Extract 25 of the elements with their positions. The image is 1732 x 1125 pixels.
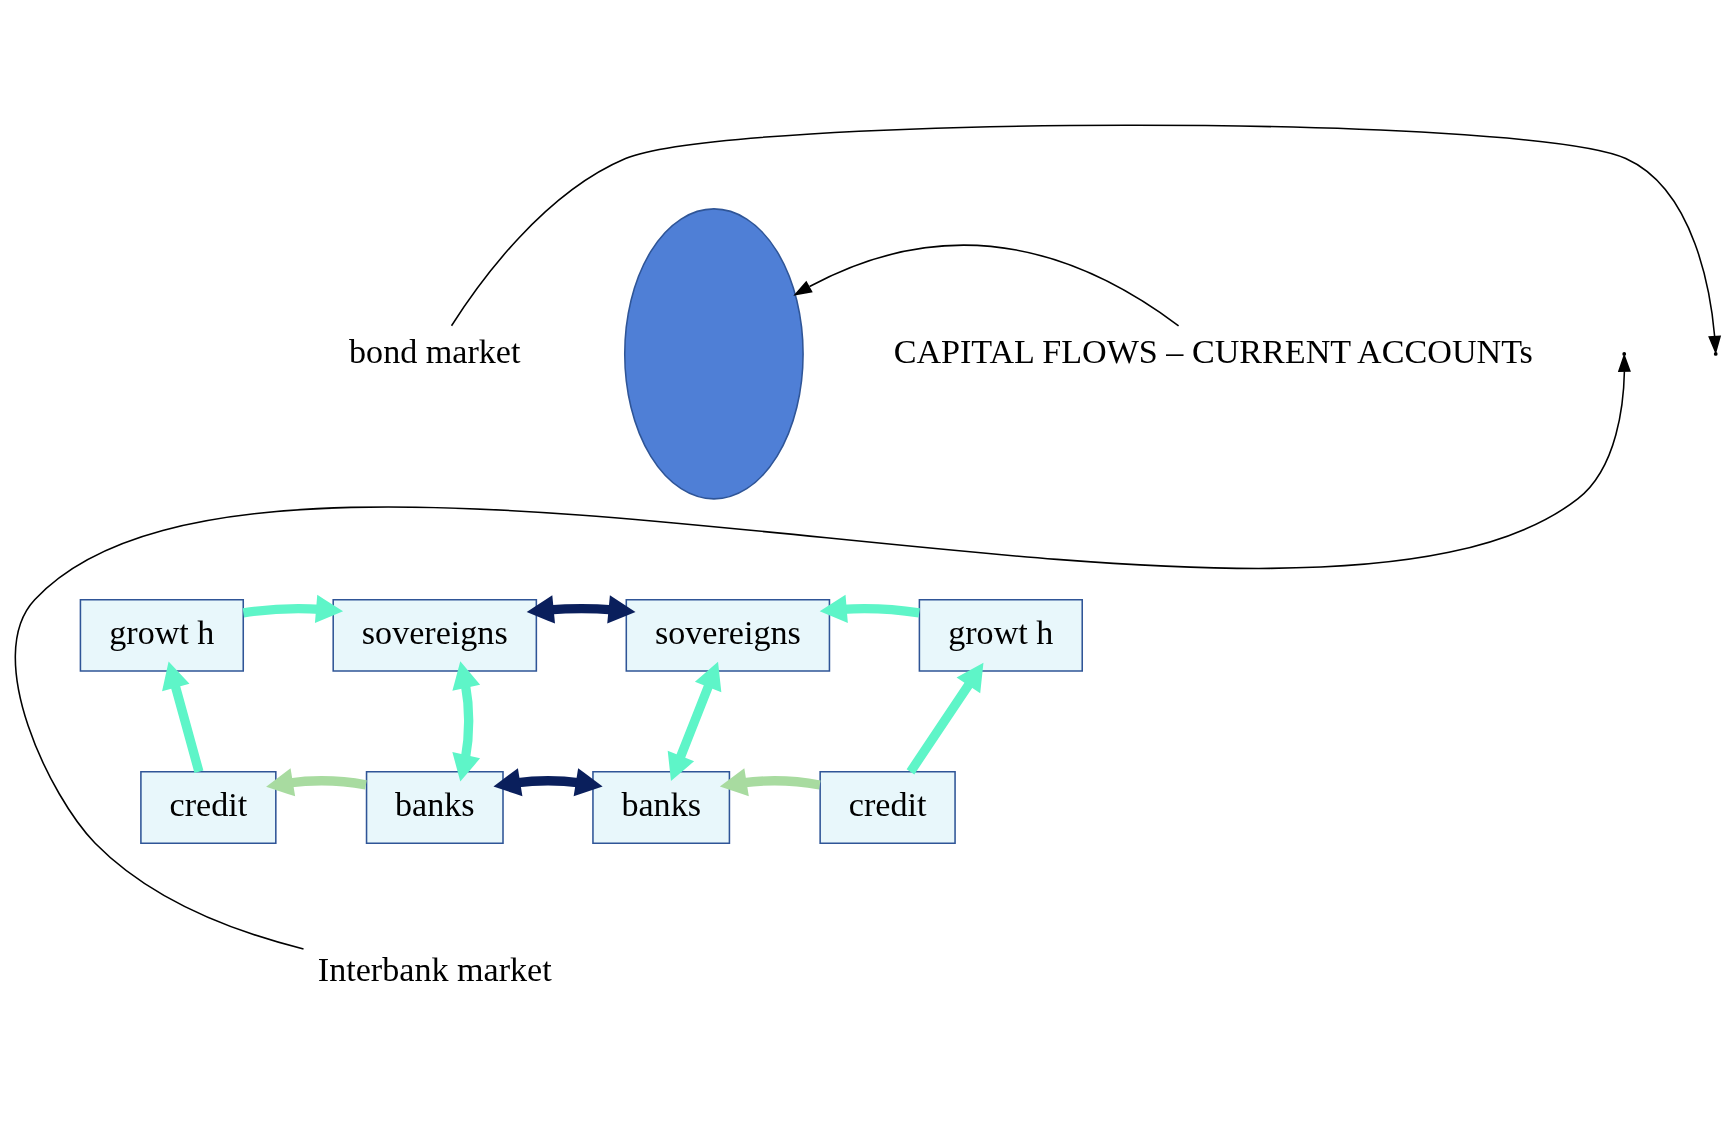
node-box: growt h bbox=[918, 598, 1083, 672]
node-box: sovereigns bbox=[332, 598, 538, 672]
arrow bbox=[906, 662, 984, 775]
node-box: banks bbox=[365, 771, 504, 844]
arrow bbox=[819, 594, 920, 624]
node-box: credit bbox=[819, 771, 956, 844]
arrow bbox=[526, 595, 636, 624]
arrow bbox=[162, 661, 204, 774]
node-text: CAPITAL FLOWS – CURRENT ACCOUNTs bbox=[893, 332, 1533, 370]
arrow bbox=[14, 353, 1631, 950]
node-box: sovereigns bbox=[625, 598, 831, 672]
node-box: growt h bbox=[79, 598, 245, 672]
arrow bbox=[450, 124, 1722, 355]
node-box: banks bbox=[592, 771, 731, 844]
arrow bbox=[719, 768, 821, 797]
arrow bbox=[452, 661, 481, 782]
arrow bbox=[493, 768, 603, 797]
node-text: bond market bbox=[349, 332, 521, 370]
node-text: Interbank market bbox=[317, 950, 552, 988]
node-box: credit bbox=[140, 771, 277, 844]
arrow bbox=[793, 244, 1180, 327]
arrow bbox=[667, 661, 722, 782]
arrow bbox=[242, 594, 344, 624]
arrow bbox=[266, 768, 367, 797]
node-ellipse bbox=[623, 208, 804, 500]
